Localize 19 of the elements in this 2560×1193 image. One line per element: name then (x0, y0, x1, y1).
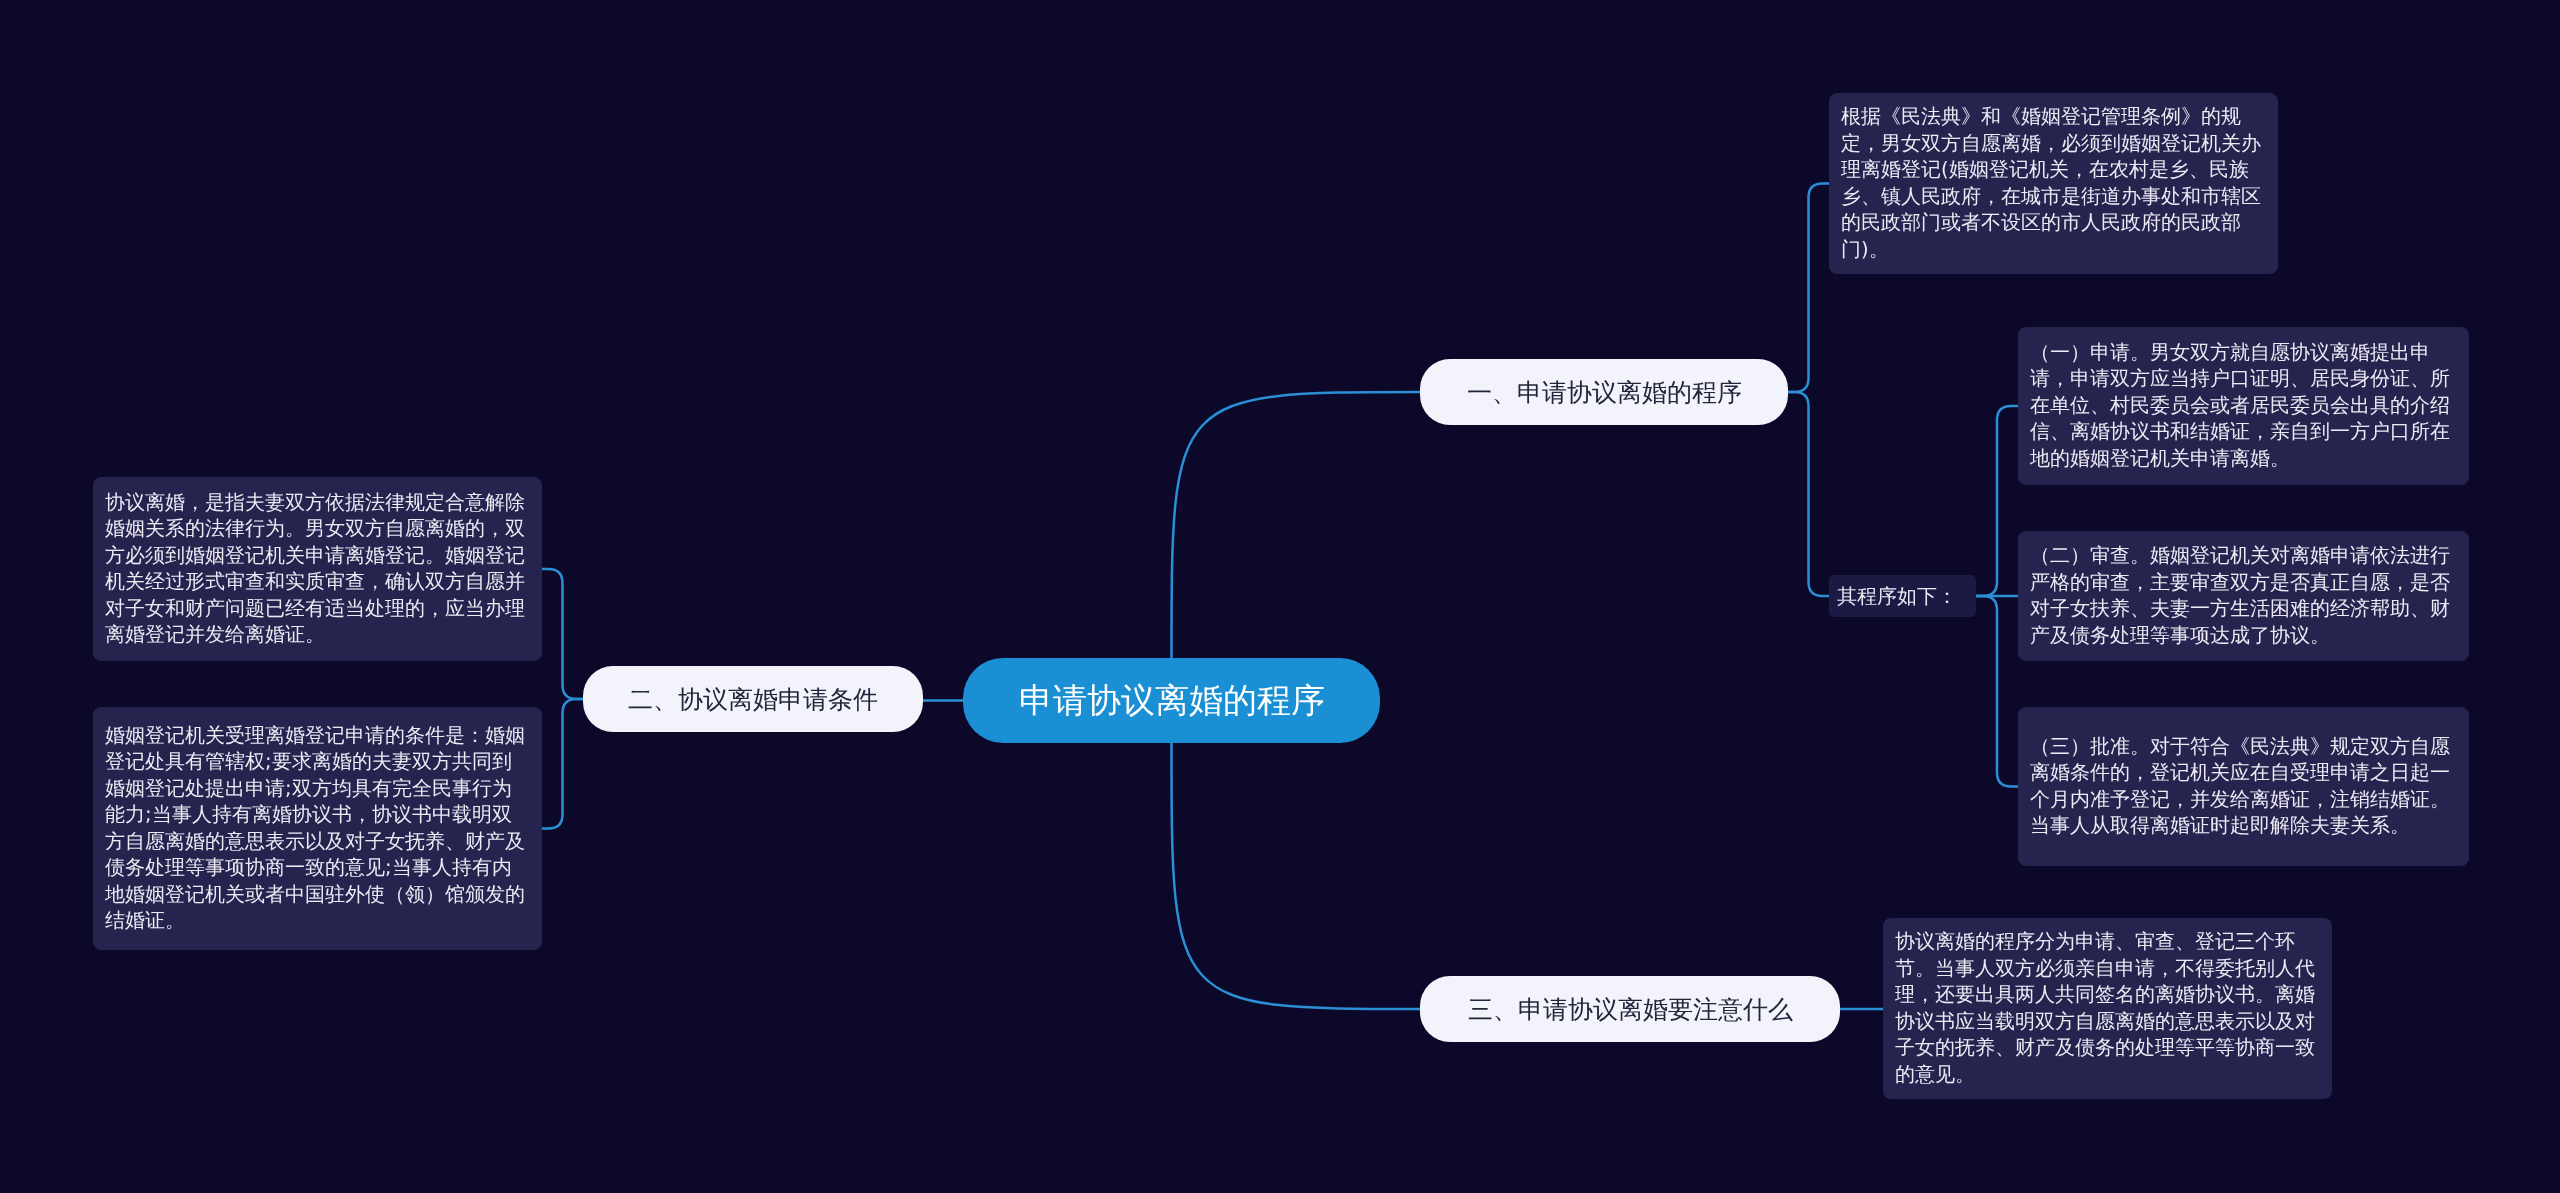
branch-topic: 二、协议离婚申请条件 (583, 666, 923, 732)
text-card: （一）申请。男女双方就自愿协议离婚提出申请，申请双方应当持户口证明、居民身份证、所在单位、村民委员会或者居民委员会出具的介绍信、离婚协议书和结婚证，亲自到一方户口所在地的婚姻登记机关申请离婚。 (2018, 327, 2469, 485)
branch-topic: 一、申请协议离婚的程序 (1420, 359, 1788, 425)
text-card: 根据《民法典》和《婚姻登记管理条例》的规定，男女双方自愿离婚，必须到婚姻登记机关办理离婚登记(婚姻登记机关，在农村是乡、民族乡、镇人民政府，在城市是街道办事处和市辖区的民政部门或者不设区的市人民政府的民政部门)。 (1829, 93, 2278, 274)
connector-line (1976, 594, 2018, 788)
root-topic: 申请协议离婚的程序 (963, 658, 1380, 743)
connector-line (1170, 743, 1420, 1011)
branch-topic: 三、申请协议离婚要注意什么 (1420, 976, 1840, 1042)
subtopic-label: 其程序如下： (1829, 575, 1976, 617)
connector-line (542, 697, 583, 830)
connector-line (923, 699, 963, 702)
text-card: 协议离婚的程序分为申请、审查、登记三个环节。当事人双方必须亲自申请，不得委托别人代理，还要出具两人共同签名的离婚协议书。离婚协议书应当载明双方自愿离婚的意思表示以及对子女的抚养、财产及债务的处理等平等协商一致的意见。 (1883, 918, 2332, 1099)
text-card: （三）批准。对于符合《民法典》规定双方自愿离婚条件的，登记机关应在自受理申请之日起一个月内准予登记，并发给离婚证，注销结婚证。当事人从取得离婚证时起即解除夫妻关系。 (2018, 707, 2469, 866)
connector-line (1840, 1007, 1883, 1011)
text-card: （二）审查。婚姻登记机关对离婚申请依法进行严格的审查，主要审查双方是否真正自愿，是否对子女扶养、夫妻一方生活困难的经济帮助、财产及债务处理等事项达成了协议。 (2018, 531, 2469, 661)
text-card: 协议离婚，是指夫妻双方依据法律规定合意解除婚姻关系的法律行为。男女双方自愿离婚的，双方必须到婚姻登记机关申请离婚登记。婚姻登记机关经过形式审查和实质审查，确认双方自愿并对子女和财产问题已经有适当处理的，应当办理离婚登记并发给离婚证。 (93, 477, 542, 661)
connector-line (1788, 390, 1829, 598)
connector-line (1170, 390, 1420, 658)
text-card: 婚姻登记机关受理离婚登记申请的条件是：婚姻登记处具有管辖权;要求离婚的夫妻双方共同到婚姻登记处提出申请;双方均具有完全民事行为能力;当事人持有离婚协议书，协议书中载明双方自愿离婚的意思表示以及对子女抚养、财产及债务处理等事项协商一致的意见;当事人持有内地婚姻登记机关或者中国驻外使（领）馆颁发的结婚证。 (93, 707, 542, 950)
